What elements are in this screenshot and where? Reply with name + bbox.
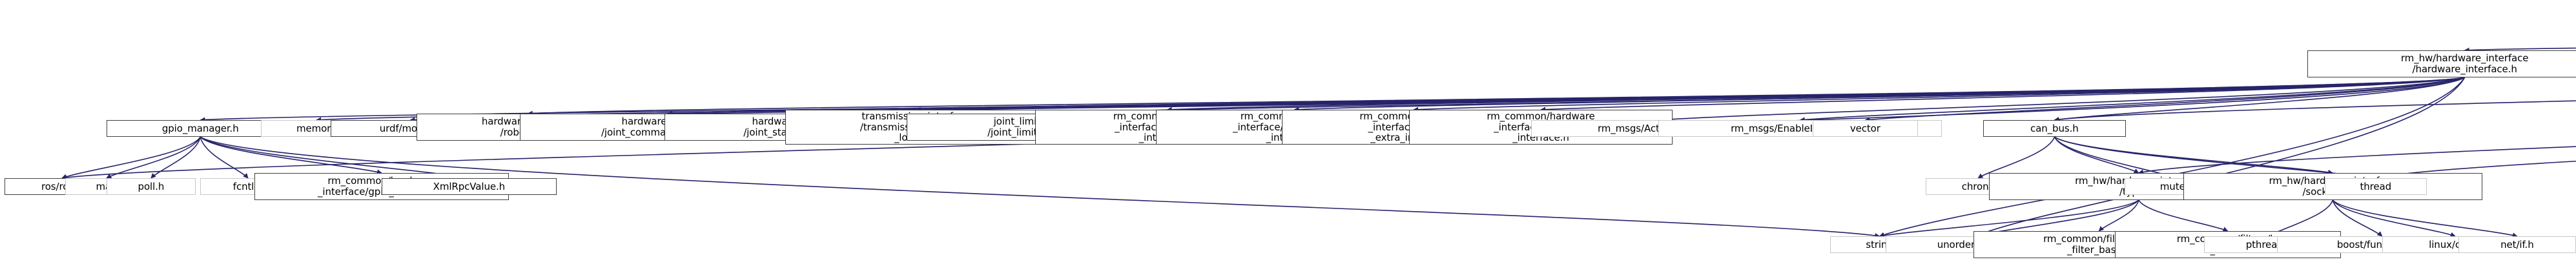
graph-edge-socketcan_h-to-net_if	[2332, 199, 2518, 238]
graph-node-hardware_interface_h[interactable]: rm_hw/hardware_interface /hardware_inter…	[2307, 50, 2576, 77]
graph-edge-control_loop-to-hardware_interface_h	[2464, 47, 2576, 53]
graph-edge-hardware_interface_h-to-robot_hw	[527, 77, 2465, 116]
graph-edge-can_bus-to-socketcan_h	[2054, 136, 2334, 175]
graph-edge-gpio_manager-to-xmlrpcvalue	[200, 136, 470, 180]
graph-node-xmlrpcvalue[interactable]: XmlRpcValue.h	[381, 178, 557, 195]
graph-edge-hardware_interface_h-to-transmission_loader	[915, 77, 2465, 112]
graph-edge-control_loop-to-thread	[2375, 160, 2576, 180]
graph-edge-hardware_interface_h-to-joint_state_interface	[798, 77, 2465, 116]
graph-edge-hardware_interface_h-to-vector	[1864, 77, 2465, 123]
graph-edge-hardware_interface_h-to-string	[1879, 77, 2466, 238]
graph-edge-gpio_manager-to-gpio_interface	[200, 136, 382, 175]
graph-edge-can_bus-to-chrono	[1977, 136, 2056, 179]
graph-node-can_bus[interactable]: can_bus.h	[1983, 120, 2127, 137]
graph-edge-gpio_manager-to-ros_ros	[61, 136, 201, 179]
graph-edge-hardware_interface_h-to-actuator_state_msg	[1658, 77, 2465, 123]
graph-node-net_if[interactable]: net/if.h	[2458, 236, 2576, 253]
graph-node-thread[interactable]: thread	[2324, 178, 2427, 195]
graph-edge-hardware_interface_h-to-rm_imu_sensor_interface	[1293, 77, 2465, 112]
graph-edge-types_h-to-imu_filter_base	[2098, 199, 2139, 232]
graph-edge-hardware_interface_h-to-enable_imu_trigger_msg	[1799, 77, 2465, 123]
graph-edge-hardware_interface_h-to-can_bus	[2054, 77, 2466, 123]
graph-edge-gpio_manager-to-poll_h	[150, 136, 201, 179]
graph-edge-types_h-to-lp_filter	[2138, 199, 2229, 232]
graph-node-gpio_interface[interactable]: rm_common/hardware _interface/gpio_inter…	[254, 173, 509, 200]
graph-edge-hardware_interface_h-to-robot_state_interface	[1166, 77, 2465, 112]
graph-edge-can_bus-to-types_h	[2054, 136, 2139, 174]
graph-edge-hardware_interface_h-to-unordered_map	[1974, 77, 2466, 238]
graph-node-vector[interactable]: vector	[1813, 120, 1918, 137]
graph-edge-hardware_interface_h-to-joint_limits_interface	[1042, 77, 2465, 116]
graph-edge-hardware_interface_h-to-joint_command_interface	[667, 77, 2465, 116]
graph-node-poll_h[interactable]: poll.h	[106, 178, 196, 195]
graph-edge-hardware_interface_h-to-actuator_extra_interface	[1413, 77, 2465, 112]
graph-edge-can_bus-to-mutex	[2054, 136, 2176, 179]
graph-edge-hardware_interface_h-to-tof_radar_interface	[1540, 77, 2465, 112]
graph-edge-can_bus-to-thread	[2054, 136, 2376, 180]
graph-edge-socketcan_h-to-linux_can	[2332, 199, 2456, 238]
graph-edge-gpio_manager-to-fcntl_h	[200, 136, 249, 179]
graph-edge-gpio_manager-to-map	[106, 136, 201, 179]
graph-edge-control_loop-to-types_h	[2138, 146, 2576, 175]
